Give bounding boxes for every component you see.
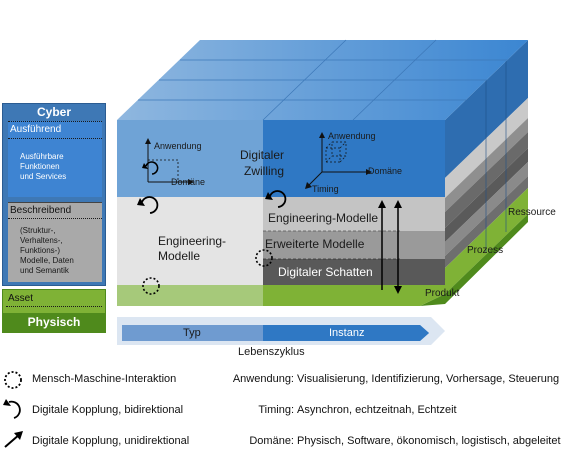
- legend-unidir-label: Digitale Kopplung, unidirektional: [32, 435, 190, 447]
- bidir-circle-left: [137, 196, 159, 214]
- beschreibend-item-1: (Struktur-,: [20, 226, 56, 235]
- front-blue-right: [263, 120, 445, 197]
- legend-bidir-icon: [3, 399, 21, 419]
- front-blue-left: [117, 120, 263, 197]
- shadow-label: Digitaler Schatten: [278, 265, 373, 279]
- ext-models-label: Erweiterte Modelle: [265, 237, 365, 251]
- axis-process: Prozess: [467, 245, 504, 256]
- mini-right-domaene: Domäne: [368, 166, 403, 176]
- front-grey-eng: [263, 197, 445, 231]
- beschreibend-title: Beschreibend: [10, 205, 72, 216]
- def-domaene-value: Physisch, Software, ökonomisch, logistis…: [297, 435, 561, 447]
- physisch-title: Physisch: [27, 315, 81, 329]
- side-face-green: [445, 188, 528, 294]
- beschreibend-item-2: Verhaltens-,: [20, 236, 63, 245]
- side-face-blue: [445, 40, 528, 178]
- asset-dots: [6, 306, 102, 307]
- eng-models-label: Engineering-Modelle: [268, 211, 379, 225]
- front-left-label-1: Engineering-: [158, 234, 227, 248]
- def-timing-key: Timing:: [258, 404, 294, 416]
- mini-right-anwendung: Anwendung: [328, 131, 376, 141]
- ausfuehrend-item-1: Ausführbare: [20, 152, 64, 161]
- front-left-label-2: Modelle: [158, 249, 201, 263]
- beschreibend-box: [8, 202, 102, 282]
- twin-label-1: Digitaler: [240, 148, 285, 162]
- mmi-circle-green: [142, 277, 160, 295]
- legend-bidir-label: Digitale Kopplung, bidirektional: [32, 404, 184, 416]
- front-grey-ext: [263, 231, 445, 259]
- side-face-grey2: [445, 118, 528, 212]
- def-anwendung-value: Visualisierung, Identifizierung, Vorhers…: [297, 373, 560, 385]
- asset-title: Asset: [8, 293, 34, 304]
- beschreibend-item-3: Funktions-): [20, 246, 61, 255]
- side-face-grey5: [445, 162, 528, 256]
- lifecycle-label: Lebenszyklus: [238, 346, 305, 358]
- side-face-grey3: [445, 132, 528, 228]
- mmi-circle-grey: [255, 249, 273, 267]
- side-face-grey1: [445, 98, 528, 198]
- legend-mmi-label: Mensch-Maschine-Interaktion: [32, 373, 177, 385]
- front-grey-left: [117, 197, 263, 285]
- ausfuehrend-box: [8, 121, 102, 197]
- lifecycle-instanz: Instanz: [329, 327, 365, 339]
- beschreibend-item-5: und Semantik: [20, 266, 69, 275]
- ausfuehrend-title: Ausführend: [10, 124, 62, 135]
- physisch-band: [3, 313, 105, 332]
- front-green-right: [263, 285, 420, 306]
- legend-unidir-icon: [4, 431, 23, 448]
- def-domaene-key: Domäne:: [249, 435, 294, 447]
- cyber-title: Cyber: [36, 105, 71, 119]
- legend-mmi-icon: [4, 371, 22, 389]
- axis-resource: Ressource: [508, 207, 556, 218]
- axis-product: Produkt: [425, 288, 460, 299]
- side-face-grey6: [445, 176, 528, 268]
- mini-left-domaene: Domäne: [171, 177, 206, 187]
- front-green-left: [117, 285, 263, 306]
- beschreibend-item-4: Modelle, Daten: [20, 256, 74, 265]
- front-grey-shadow: [263, 259, 445, 285]
- ausfuehrend-item-2: Funktionen: [20, 162, 60, 171]
- mini-left-anwendung: Anwendung: [154, 141, 202, 151]
- def-timing-value: Asynchron, echtzeitnah, Echtzeit: [297, 404, 457, 416]
- bidir-circle-top: [142, 161, 159, 175]
- ausfuehrend-dots: [8, 138, 102, 139]
- bidir-circle-right: [265, 190, 287, 208]
- twin-label-2: Zwilling: [244, 164, 285, 178]
- mini-right-timing: Timing: [312, 184, 339, 194]
- lifecycle-typ: Typ: [183, 327, 201, 339]
- def-anwendung-key: Anwendung:: [232, 373, 294, 385]
- side-face-grey4: [445, 148, 528, 242]
- ausfuehrend-item-3: und Services: [20, 172, 67, 181]
- beschreibend-dots: [8, 218, 102, 219]
